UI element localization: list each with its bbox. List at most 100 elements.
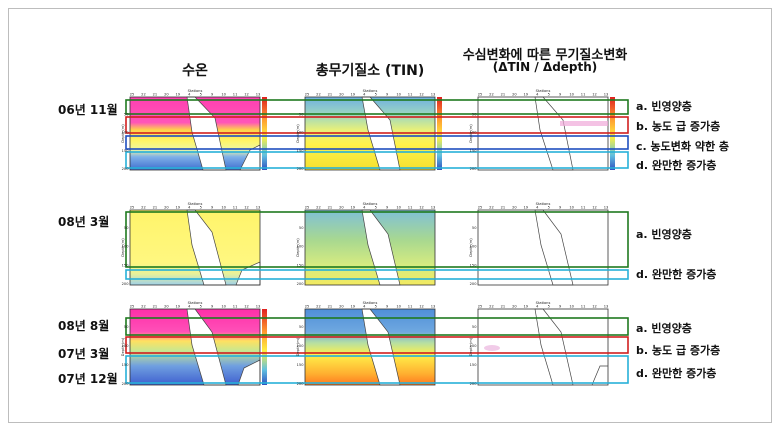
station-tick: 25 bbox=[478, 206, 483, 210]
station-tick: 10 bbox=[569, 93, 574, 97]
depth-label: Depth (m) bbox=[121, 124, 125, 143]
station-tick: 25 bbox=[305, 93, 310, 97]
stations-label: Stations bbox=[363, 202, 378, 206]
depth-tick: 200 bbox=[122, 167, 130, 171]
depth-tick: 200 bbox=[122, 282, 130, 286]
row-label-2008-mar: 08년 3월 bbox=[58, 215, 110, 229]
station-tick: 25 bbox=[478, 305, 483, 309]
row-label-2006-nov: 06년 11월 bbox=[58, 103, 118, 117]
station-tick: 20 bbox=[339, 93, 344, 97]
depth-tick: 150 bbox=[297, 149, 305, 153]
depth-label: Depth (m) bbox=[469, 124, 473, 143]
station-tick: 22 bbox=[141, 305, 146, 309]
station-tick: 5 bbox=[375, 305, 377, 309]
depth-tick: 150 bbox=[297, 263, 305, 267]
depth-tick: 200 bbox=[470, 382, 478, 386]
station-tick: 9 bbox=[559, 206, 562, 210]
station-tick: 12 bbox=[244, 206, 249, 210]
station-tick: 11 bbox=[581, 305, 586, 309]
layer-label-r3-a: a. 빈영양층 bbox=[636, 322, 692, 335]
station-tick: 22 bbox=[489, 305, 494, 309]
station-tick: 11 bbox=[233, 206, 238, 210]
station-tick: 10 bbox=[569, 305, 574, 309]
station-tick: 19 bbox=[524, 206, 529, 210]
station-tick: 13 bbox=[256, 93, 261, 97]
depth-tick: 100 bbox=[297, 344, 305, 348]
station-tick: 11 bbox=[408, 305, 413, 309]
layer-label-r1-c: c. 농도변화 약한 층 bbox=[636, 140, 730, 153]
depth-tick: 100 bbox=[470, 245, 478, 249]
station-tick: 21 bbox=[501, 93, 506, 97]
station-tick: 4 bbox=[363, 305, 366, 309]
station-tick: 21 bbox=[153, 305, 158, 309]
depth-tick: 50 bbox=[124, 226, 129, 230]
station-tick: 4 bbox=[363, 93, 366, 97]
station-tick: 9 bbox=[386, 206, 389, 210]
station-tick: 5 bbox=[200, 206, 202, 210]
station-tick: 21 bbox=[501, 305, 506, 309]
depth-tick: 150 bbox=[297, 363, 305, 367]
station-tick: 13 bbox=[604, 206, 609, 210]
layer-label-r1-b: b. 농도 급 증가층 bbox=[636, 120, 721, 133]
station-tick: 9 bbox=[211, 206, 214, 210]
station-tick: 20 bbox=[512, 93, 517, 97]
depth-label: Depth (m) bbox=[296, 124, 300, 143]
panel-delta-row2 bbox=[477, 209, 609, 286]
column-title-delta-line1: 수심변화에 따른 무기질소변화 bbox=[462, 48, 628, 63]
station-tick: 19 bbox=[351, 93, 356, 97]
row-label-2008-aug: 08년 8월 bbox=[58, 319, 110, 333]
layer-label-r3-d: d. 완만한 증가층 bbox=[636, 367, 717, 380]
station-tick: 12 bbox=[419, 206, 424, 210]
station-tick: 11 bbox=[408, 206, 413, 210]
depth-tick: 150 bbox=[470, 363, 478, 367]
column-title-temperature: 수온 bbox=[182, 63, 208, 79]
layer-boxes-row1 bbox=[125, 99, 629, 169]
station-tick: 12 bbox=[244, 305, 249, 309]
stations-label: Stations bbox=[363, 89, 378, 93]
station-tick: 13 bbox=[431, 206, 436, 210]
station-tick: 5 bbox=[548, 93, 550, 97]
station-tick: 4 bbox=[188, 206, 191, 210]
depth-label: Depth (m) bbox=[469, 238, 473, 257]
station-tick: 19 bbox=[524, 93, 529, 97]
station-tick: 9 bbox=[559, 93, 562, 97]
station-tick: 4 bbox=[536, 305, 539, 309]
column-title-tin: 총무기질소 (TIN) bbox=[315, 63, 425, 79]
station-tick: 19 bbox=[351, 206, 356, 210]
station-tick: 10 bbox=[396, 206, 401, 210]
depth-label: Depth (m) bbox=[296, 238, 300, 257]
depth-tick: 50 bbox=[299, 112, 304, 116]
station-tick: 20 bbox=[164, 305, 169, 309]
stations-label: Stations bbox=[188, 301, 203, 305]
station-tick: 4 bbox=[536, 206, 539, 210]
depth-tick: 150 bbox=[470, 149, 478, 153]
station-tick: 11 bbox=[233, 305, 238, 309]
station-tick: 10 bbox=[396, 93, 401, 97]
station-tick: 22 bbox=[141, 93, 146, 97]
depth-tick: 150 bbox=[122, 149, 130, 153]
layer-label-r2-a: a. 빈영양층 bbox=[636, 228, 692, 241]
station-tick: 21 bbox=[328, 206, 333, 210]
depth-tick: 100 bbox=[470, 344, 478, 348]
station-tick: 5 bbox=[200, 305, 202, 309]
station-tick: 20 bbox=[512, 305, 517, 309]
station-tick: 25 bbox=[478, 93, 483, 97]
station-tick: 21 bbox=[328, 93, 333, 97]
row-label-2007-dec: 07년 12월 bbox=[58, 372, 118, 386]
depth-tick: 50 bbox=[472, 325, 477, 329]
station-tick: 19 bbox=[176, 206, 181, 210]
depth-tick: 200 bbox=[470, 167, 478, 171]
column-title-delta-line2: (ΔTIN / Δdepth) bbox=[492, 60, 598, 74]
station-tick: 11 bbox=[233, 93, 238, 97]
station-tick: 25 bbox=[130, 206, 135, 210]
station-tick: 5 bbox=[200, 93, 202, 97]
station-tick: 22 bbox=[316, 206, 321, 210]
station-tick: 25 bbox=[130, 305, 135, 309]
depth-label: Depth (m) bbox=[121, 337, 125, 356]
stations-label: Stations bbox=[363, 301, 378, 305]
station-tick: 22 bbox=[316, 305, 321, 309]
panel-temp-row2 bbox=[129, 209, 261, 286]
station-tick: 11 bbox=[581, 93, 586, 97]
station-tick: 21 bbox=[501, 206, 506, 210]
layer-boxes-row3 bbox=[125, 317, 629, 384]
